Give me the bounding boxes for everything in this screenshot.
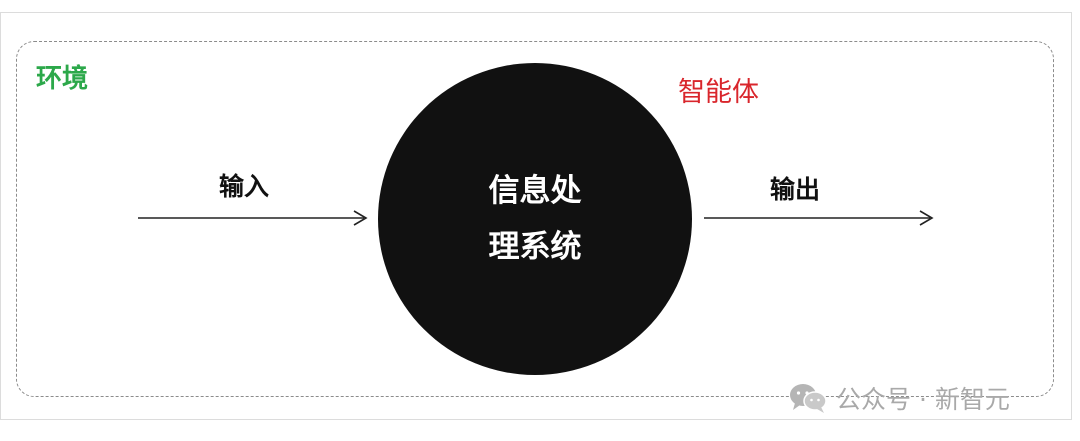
information-processing-system: 信息处 理系统 [378, 63, 692, 375]
input-label: 输入 [219, 172, 270, 201]
input-arrow [138, 210, 368, 226]
processor-label-line1: 信息处 [488, 173, 582, 209]
environment-boundary [16, 41, 1054, 397]
figure-frame [0, 12, 1072, 420]
agent-label: 智能体 [678, 77, 759, 108]
processor-label-line2: 理系统 [488, 229, 582, 265]
wechat-icon [790, 384, 827, 413]
watermark-text: 公众号 · 新智元 [836, 385, 1010, 414]
output-label: 输出 [770, 175, 821, 204]
output-arrow [704, 210, 934, 226]
environment-label: 环境 [36, 64, 89, 94]
watermark: 公众号 · 新智元 [788, 380, 1010, 416]
